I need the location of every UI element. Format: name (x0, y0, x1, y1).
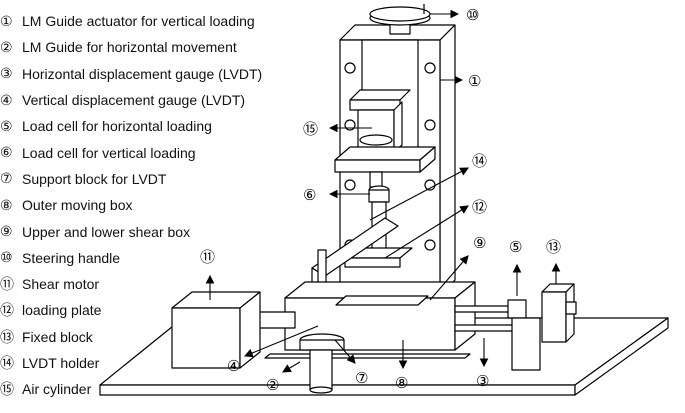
legend-number: ④ (0, 91, 13, 108)
legend-number: ⑥ (0, 144, 13, 161)
legend-text: Shear motor (22, 276, 100, 293)
legend-item: ⑥ Load cell for vertical loading (0, 139, 300, 165)
legend-item: ③ Horizontal displacement gauge (LVDT) (0, 61, 300, 87)
callout-1: ① (468, 72, 481, 90)
lvdt-support-block (299, 333, 345, 394)
legend-item: ⑧ Outer moving box (0, 192, 300, 218)
legend-item: ⑮ Air cylinder (0, 376, 300, 402)
legend-item: ⑫ loading plate (0, 297, 300, 323)
legend-number: ③ (0, 65, 13, 82)
legend-number: ① (0, 12, 13, 29)
legend-item: ⑦ Support block for LVDT (0, 166, 300, 192)
rod (369, 171, 383, 188)
callout-11: ⑪ (200, 248, 215, 266)
legend-item: ⑩ Steering handle (0, 245, 300, 271)
legend-item: ⑨ Upper and lower shear box (0, 218, 300, 244)
legend-text: Load cell for vertical loading (22, 144, 196, 161)
legend-number: ⑬ (0, 328, 14, 345)
shear-motor (171, 291, 261, 369)
legend-item: ⑪ Shear motor (0, 271, 300, 297)
legend-text: Outer moving box (22, 197, 133, 214)
legend-item: ⑭ LVDT holder (0, 350, 300, 376)
callout-9: ⑨ (473, 234, 486, 252)
legend-text: Fixed block (22, 328, 93, 345)
legend-number: ⑫ (0, 302, 14, 319)
callout-8: ⑧ (395, 374, 408, 392)
callout-14: ⑭ (472, 152, 487, 170)
legend-text: Steering handle (22, 249, 121, 266)
upper-plate (334, 146, 436, 173)
legend-number: ② (0, 38, 13, 55)
callout-3: ③ (476, 372, 489, 390)
callout-10: ⑩ (466, 6, 479, 24)
legend-item: ② LM Guide for horizontal movement (0, 34, 300, 60)
callout-13: ⑬ (546, 238, 561, 256)
legend-number: ⑨ (0, 223, 13, 240)
legend-text: Air cylinder (22, 381, 92, 398)
legend-text: Vertical displacement gauge (LVDT) (22, 92, 246, 109)
legend-number: ⑦ (0, 170, 13, 187)
legend-number: ⑭ (0, 355, 14, 371)
legend-text: Load cell for horizontal loading (22, 118, 212, 135)
callout-12: ⑫ (472, 198, 487, 216)
outer-moving-box (284, 281, 476, 351)
callout-15: ⑮ (303, 120, 318, 138)
callout-4: ④ (227, 357, 240, 375)
legend-item: ④ Vertical displacement gauge (LVDT) (0, 87, 300, 113)
legend-item: ⑬ Fixed block (0, 324, 300, 350)
legend-text: Support block for LVDT (22, 170, 167, 187)
legend-item: ⑤ Load cell for horizontal loading (0, 113, 300, 139)
legend-number: ⑤ (0, 117, 13, 134)
callout-5: ⑤ (509, 238, 522, 256)
legend-item: ① LM Guide actuator for vertical loading (0, 8, 300, 34)
legend-text: Horizontal displacement gauge (LVDT) (22, 65, 263, 82)
callout-7: ⑦ (355, 369, 368, 387)
legend-number: ⑩ (0, 249, 13, 266)
legend-text: Upper and lower shear box (22, 223, 191, 240)
air-cylinder (349, 89, 411, 153)
legend-text: LVDT holder (22, 355, 100, 371)
legend-text: loading plate (22, 302, 102, 319)
legend-number: ⑮ (0, 381, 14, 398)
callout-2: ② (266, 376, 279, 394)
legend-text: LM Guide actuator for vertical loading (22, 13, 255, 30)
steering-handle (369, 4, 431, 35)
legend-number: ⑧ (0, 196, 13, 213)
legend-text: LM Guide for horizontal movement (22, 39, 237, 56)
fixed-block (541, 283, 577, 343)
legend-number: ⑪ (0, 276, 14, 293)
callout-6: ⑥ (303, 186, 316, 204)
lm-guide-horizontal (264, 353, 471, 359)
horizontal-load-cell (507, 299, 541, 371)
